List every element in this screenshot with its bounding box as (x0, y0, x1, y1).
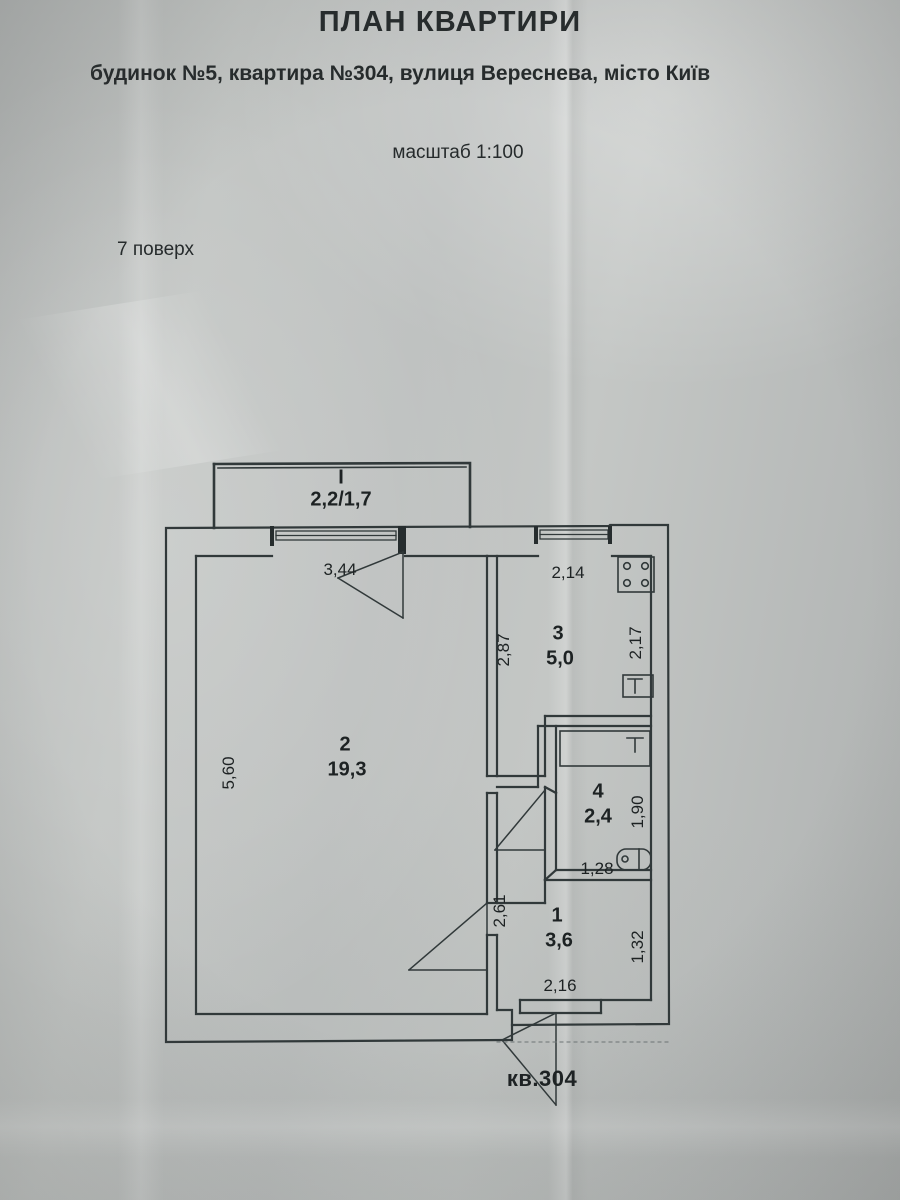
page-title: ПЛАН КВАРТИРИ (318, 6, 582, 38)
dimension-kitchen-left: 2,87 (494, 633, 513, 667)
kitchen-south-wall (495, 714, 653, 789)
room-number-balcony: I (338, 466, 344, 489)
room-number-hall: 1 (551, 904, 563, 927)
room-area-kitchen: 5,0 (546, 647, 574, 670)
apartment-number-label: кв.304 (506, 1066, 578, 1091)
dimension-kitchen-top: 2,14 (551, 563, 585, 582)
address-line: будинок №5, квартира №304, вулиця Вересн… (90, 62, 711, 85)
room-area-balcony: 2,2/1,7 (310, 488, 372, 511)
dimension-bathroom-bottom: 1,28 (580, 859, 614, 878)
window-living-room (275, 530, 397, 541)
scale-label: масштаб 1:100 (392, 142, 524, 163)
door-swing-kitchen-hall (493, 788, 547, 852)
floor-label: 7 поверх (117, 239, 195, 260)
paper-crease-horizontal-bottom (0, 1098, 900, 1158)
door-swing-living-room-hall (407, 901, 489, 972)
outer-wall-inner-face (194, 554, 653, 1016)
toilet-icon (616, 848, 652, 871)
kitchen-sink-icon (622, 674, 654, 698)
partition-living-right (485, 554, 499, 1016)
window-kitchen (539, 529, 609, 540)
dimension-hall-right: 1,32 (628, 930, 647, 964)
room-area-bathroom: 2,4 (584, 805, 612, 828)
stove-icon (617, 556, 655, 593)
bathtub-icon (559, 730, 651, 767)
window-jambs (270, 526, 612, 554)
dimension-living-top: 3,44 (323, 560, 357, 579)
dimension-kitchen-right: 2,17 (626, 626, 645, 660)
dimension-hall-left: 2,61 (490, 894, 509, 928)
room-area-hall: 3,6 (545, 929, 573, 952)
paper-crease-diagonal (0, 268, 371, 502)
dimension-living-left: 5,60 (219, 756, 238, 790)
bathroom-door-jambs (543, 785, 558, 882)
entrance-recess (495, 998, 603, 1027)
room-number-bathroom: 4 (592, 780, 604, 803)
room-area-living: 19,3 (327, 758, 367, 781)
room-number-living: 2 (339, 733, 351, 756)
dimension-hall-bottom: 2,16 (543, 976, 577, 995)
paper-crease-vertical-left (118, 0, 164, 1200)
dimension-bathroom-right: 1,90 (628, 795, 647, 829)
room-number-kitchen: 3 (552, 622, 564, 645)
paper-crease-vertical-center (548, 0, 588, 1200)
